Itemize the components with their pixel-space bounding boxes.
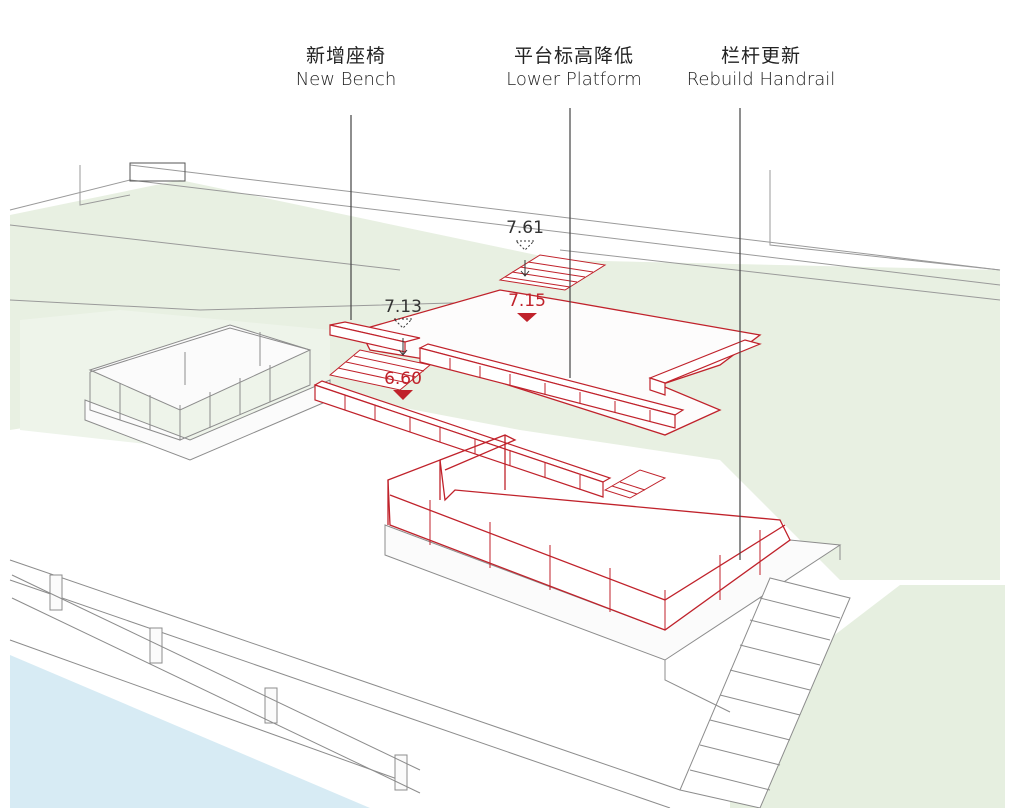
lower-bench-left-legs	[344, 395, 581, 490]
platform-bench-right	[648, 339, 762, 396]
label-lower-platform-en: Lower Platform	[506, 69, 642, 90]
leader-lines	[350, 108, 741, 560]
platform-bench-mid	[418, 343, 685, 429]
left-railing-posts	[119, 332, 271, 430]
right-staircase	[679, 577, 851, 808]
elevation-marker-upper-right	[514, 240, 536, 277]
balcony-posts	[429, 500, 761, 630]
label-rebuild-handrail-zh: 栏杆更新	[720, 45, 801, 67]
lower-bench-left	[313, 380, 612, 498]
upper-stairs	[498, 254, 607, 291]
bottom-railing-rails	[11, 574, 421, 794]
balcony-handrail	[387, 434, 791, 631]
elevation-lower-right: 7.15	[508, 291, 546, 311]
label-lower-platform: 平台标高降低 Lower Platform	[506, 44, 642, 92]
elevation-marker-lower-right	[517, 313, 537, 322]
elevation-lower-left: 6.60	[384, 369, 422, 389]
elevation-upper-left: 7.13	[384, 297, 422, 317]
label-rebuild-handrail-en: Rebuild Handrail	[686, 69, 836, 90]
new-bench-left	[329, 321, 421, 353]
label-rebuild-handrail: 栏杆更新 Rebuild Handrail	[687, 44, 836, 92]
grass-areas	[10, 180, 1005, 808]
platform-bench-mid-legs	[449, 358, 651, 422]
water-area	[10, 655, 370, 808]
top-road	[9, 164, 1001, 311]
label-new-bench-zh: 新增座椅	[305, 45, 386, 67]
lower-right-stairs	[603, 469, 667, 499]
label-new-bench-en: New Bench	[295, 69, 397, 90]
elevation-upper-right: 7.61	[506, 218, 544, 238]
bottom-railing-posts	[49, 574, 408, 791]
dark-fence	[129, 162, 186, 182]
label-lower-platform-zh: 平台标高降低	[513, 45, 634, 67]
label-new-bench: 新增座椅 New Bench	[296, 44, 397, 92]
elevation-marker-lower-left	[393, 390, 413, 400]
elevation-marker-upper-left	[392, 318, 414, 356]
embankment	[9, 545, 841, 808]
